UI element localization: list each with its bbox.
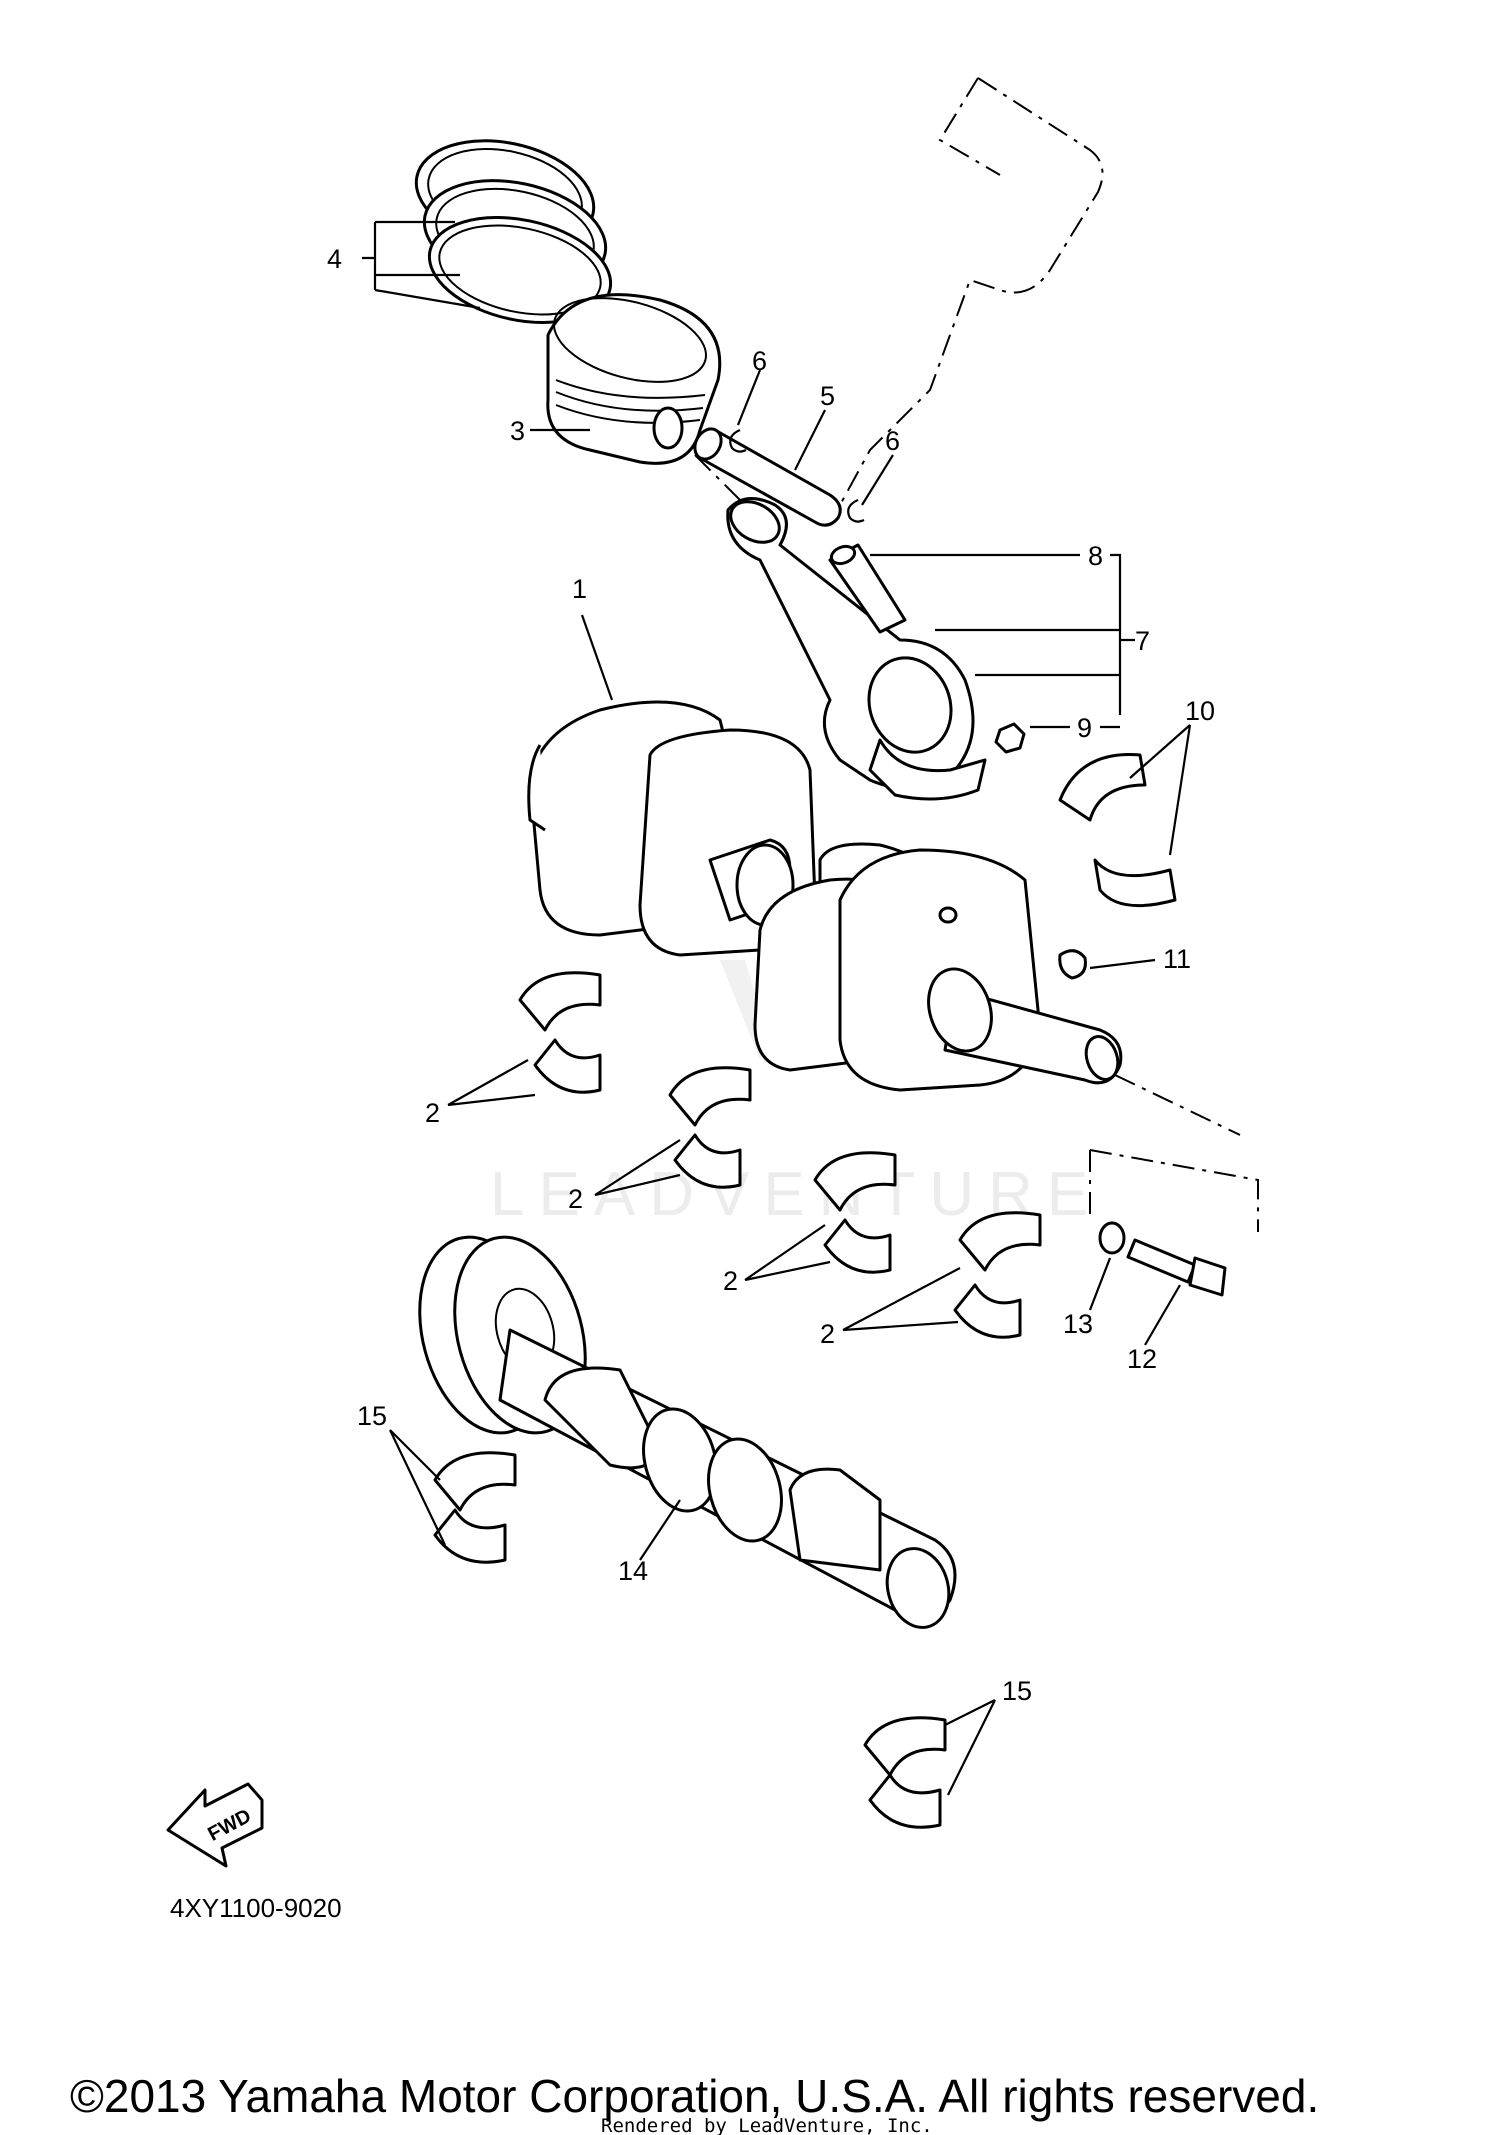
callout-2-c: 2 xyxy=(723,1266,738,1296)
pin-clip-left xyxy=(729,428,747,453)
guide-line-bolt xyxy=(1089,1149,1259,1232)
piston xyxy=(546,293,722,465)
callout-9: 9 xyxy=(1077,713,1092,743)
callout-15-a: 15 xyxy=(357,1401,387,1431)
callout-12: 12 xyxy=(1127,1344,1157,1374)
leader-lines xyxy=(362,220,1192,1796)
copyright-notice: ©2013 Yamaha Motor Corporation, U.S.A. A… xyxy=(70,2070,1319,2122)
callout-2-b: 2 xyxy=(568,1184,583,1214)
piston-pin xyxy=(693,427,842,527)
guide-line-engine xyxy=(839,77,1104,506)
callout-8: 8 xyxy=(1088,541,1103,571)
bearing-2-a xyxy=(518,971,602,1094)
callout-2-a: 2 xyxy=(425,1098,440,1128)
callouts: 4 3 6 5 6 8 7 9 1 10 11 2 2 2 2 13 12 15… xyxy=(327,244,1215,1706)
callout-13: 13 xyxy=(1063,1309,1093,1339)
callout-15-b: 15 xyxy=(1002,1676,1032,1706)
bearing-10 xyxy=(1058,753,1177,908)
bearing-15-a xyxy=(433,1451,517,1564)
callout-1: 1 xyxy=(572,574,587,604)
washer xyxy=(1098,1221,1126,1255)
callout-5: 5 xyxy=(820,381,835,411)
pin-clip-right xyxy=(847,498,865,523)
crank-key xyxy=(1058,949,1087,980)
crankshaft xyxy=(527,700,1123,1092)
callout-2-d: 2 xyxy=(820,1319,835,1349)
rendered-by-notice: Rendered by LeadVenture, Inc. xyxy=(601,2115,933,2135)
bolt xyxy=(1126,1238,1227,1297)
callout-3: 3 xyxy=(510,416,525,446)
bearing-2-d xyxy=(953,1211,1042,1339)
guide-line-piston xyxy=(694,454,746,506)
fwd-arrow-icon: FWD xyxy=(166,1782,264,1868)
bearing-15-b xyxy=(863,1716,947,1829)
bearing-2-c xyxy=(813,1151,897,1274)
piston-rings xyxy=(414,139,613,325)
callout-14: 14 xyxy=(618,1556,648,1586)
callout-7: 7 xyxy=(1135,626,1150,656)
callout-4: 4 xyxy=(327,244,342,274)
callout-11: 11 xyxy=(1163,944,1191,974)
bearing-2-b xyxy=(668,1066,752,1189)
callout-6-left: 6 xyxy=(752,346,767,376)
guide-line-crank-end xyxy=(1114,1074,1241,1136)
guide-line-engine-top xyxy=(938,77,1001,176)
balancer-shaft xyxy=(418,1235,957,1629)
callout-6-right: 6 xyxy=(885,426,900,456)
callout-10: 10 xyxy=(1185,696,1215,726)
diagram-code: 4XY1100-9020 xyxy=(170,1893,342,1923)
connecting-rod xyxy=(726,497,1026,801)
